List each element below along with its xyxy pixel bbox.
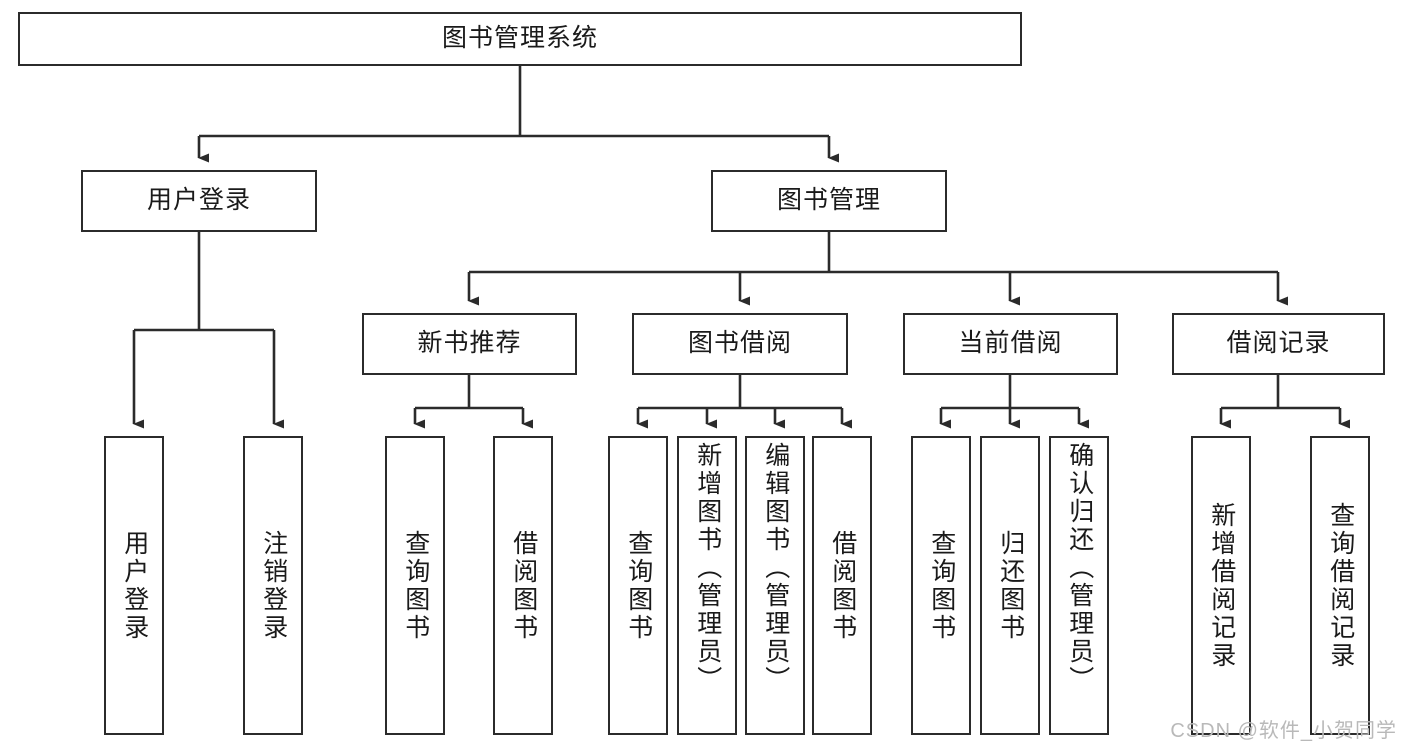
leaf-borrow-book[interactable]: 借阅图书	[812, 436, 872, 735]
node-label: 新书推荐	[417, 329, 522, 358]
leaf-label: 新增借阅记录	[1207, 501, 1236, 670]
leaf-label: 注销登录	[259, 529, 288, 642]
leaf-label: 编辑图书（管理员）	[761, 442, 790, 694]
node-user-login[interactable]: 用户登录	[81, 170, 317, 232]
node-book-management[interactable]: 图书管理	[711, 170, 947, 232]
leaf-label: 归还图书	[996, 529, 1025, 642]
node-label: 用户登录	[146, 186, 251, 215]
leaf-query-book-borrow[interactable]: 查询图书	[608, 436, 668, 735]
leaf-query-book-recommend[interactable]: 查询图书	[385, 436, 445, 735]
leaf-label: 查询图书	[401, 529, 430, 642]
leaf-label: 查询图书	[927, 529, 956, 642]
leaf-add-borrow-record[interactable]: 新增借阅记录	[1191, 436, 1251, 735]
watermark: CSDN @软件_小贺同学	[1170, 720, 1397, 742]
node-label: 图书借阅	[687, 329, 792, 358]
leaf-label: 借阅图书	[509, 529, 538, 642]
node-label: 图书管理系统	[441, 24, 598, 53]
leaf-user-login[interactable]: 用户登录	[104, 436, 164, 735]
leaf-label: 借阅图书	[828, 529, 857, 642]
leaf-label: 确认归还（管理员）	[1065, 442, 1094, 694]
leaf-label: 查询借阅记录	[1326, 501, 1355, 670]
node-label: 当前借阅	[958, 329, 1063, 358]
node-new-book-recommend[interactable]: 新书推荐	[362, 313, 577, 375]
node-current-borrow[interactable]: 当前借阅	[903, 313, 1118, 375]
node-label: 借阅记录	[1226, 329, 1331, 358]
leaf-label: 查询图书	[624, 529, 653, 642]
node-borrow-records[interactable]: 借阅记录	[1172, 313, 1385, 375]
leaf-borrow-book-recommend[interactable]: 借阅图书	[493, 436, 553, 735]
leaf-label: 用户登录	[120, 529, 149, 642]
node-root-system[interactable]: 图书管理系统	[18, 12, 1022, 66]
leaf-edit-book-admin[interactable]: 编辑图书（管理员）	[745, 436, 805, 735]
leaf-logout[interactable]: 注销登录	[243, 436, 303, 735]
node-book-borrow[interactable]: 图书借阅	[632, 313, 848, 375]
leaf-return-book[interactable]: 归还图书	[980, 436, 1040, 735]
leaf-label: 新增图书（管理员）	[693, 442, 722, 694]
leaf-confirm-return-admin[interactable]: 确认归还（管理员）	[1049, 436, 1109, 735]
leaf-add-book-admin[interactable]: 新增图书（管理员）	[677, 436, 737, 735]
node-label: 图书管理	[776, 186, 881, 215]
leaf-query-book-current[interactable]: 查询图书	[911, 436, 971, 735]
leaf-query-borrow-record[interactable]: 查询借阅记录	[1310, 436, 1370, 735]
